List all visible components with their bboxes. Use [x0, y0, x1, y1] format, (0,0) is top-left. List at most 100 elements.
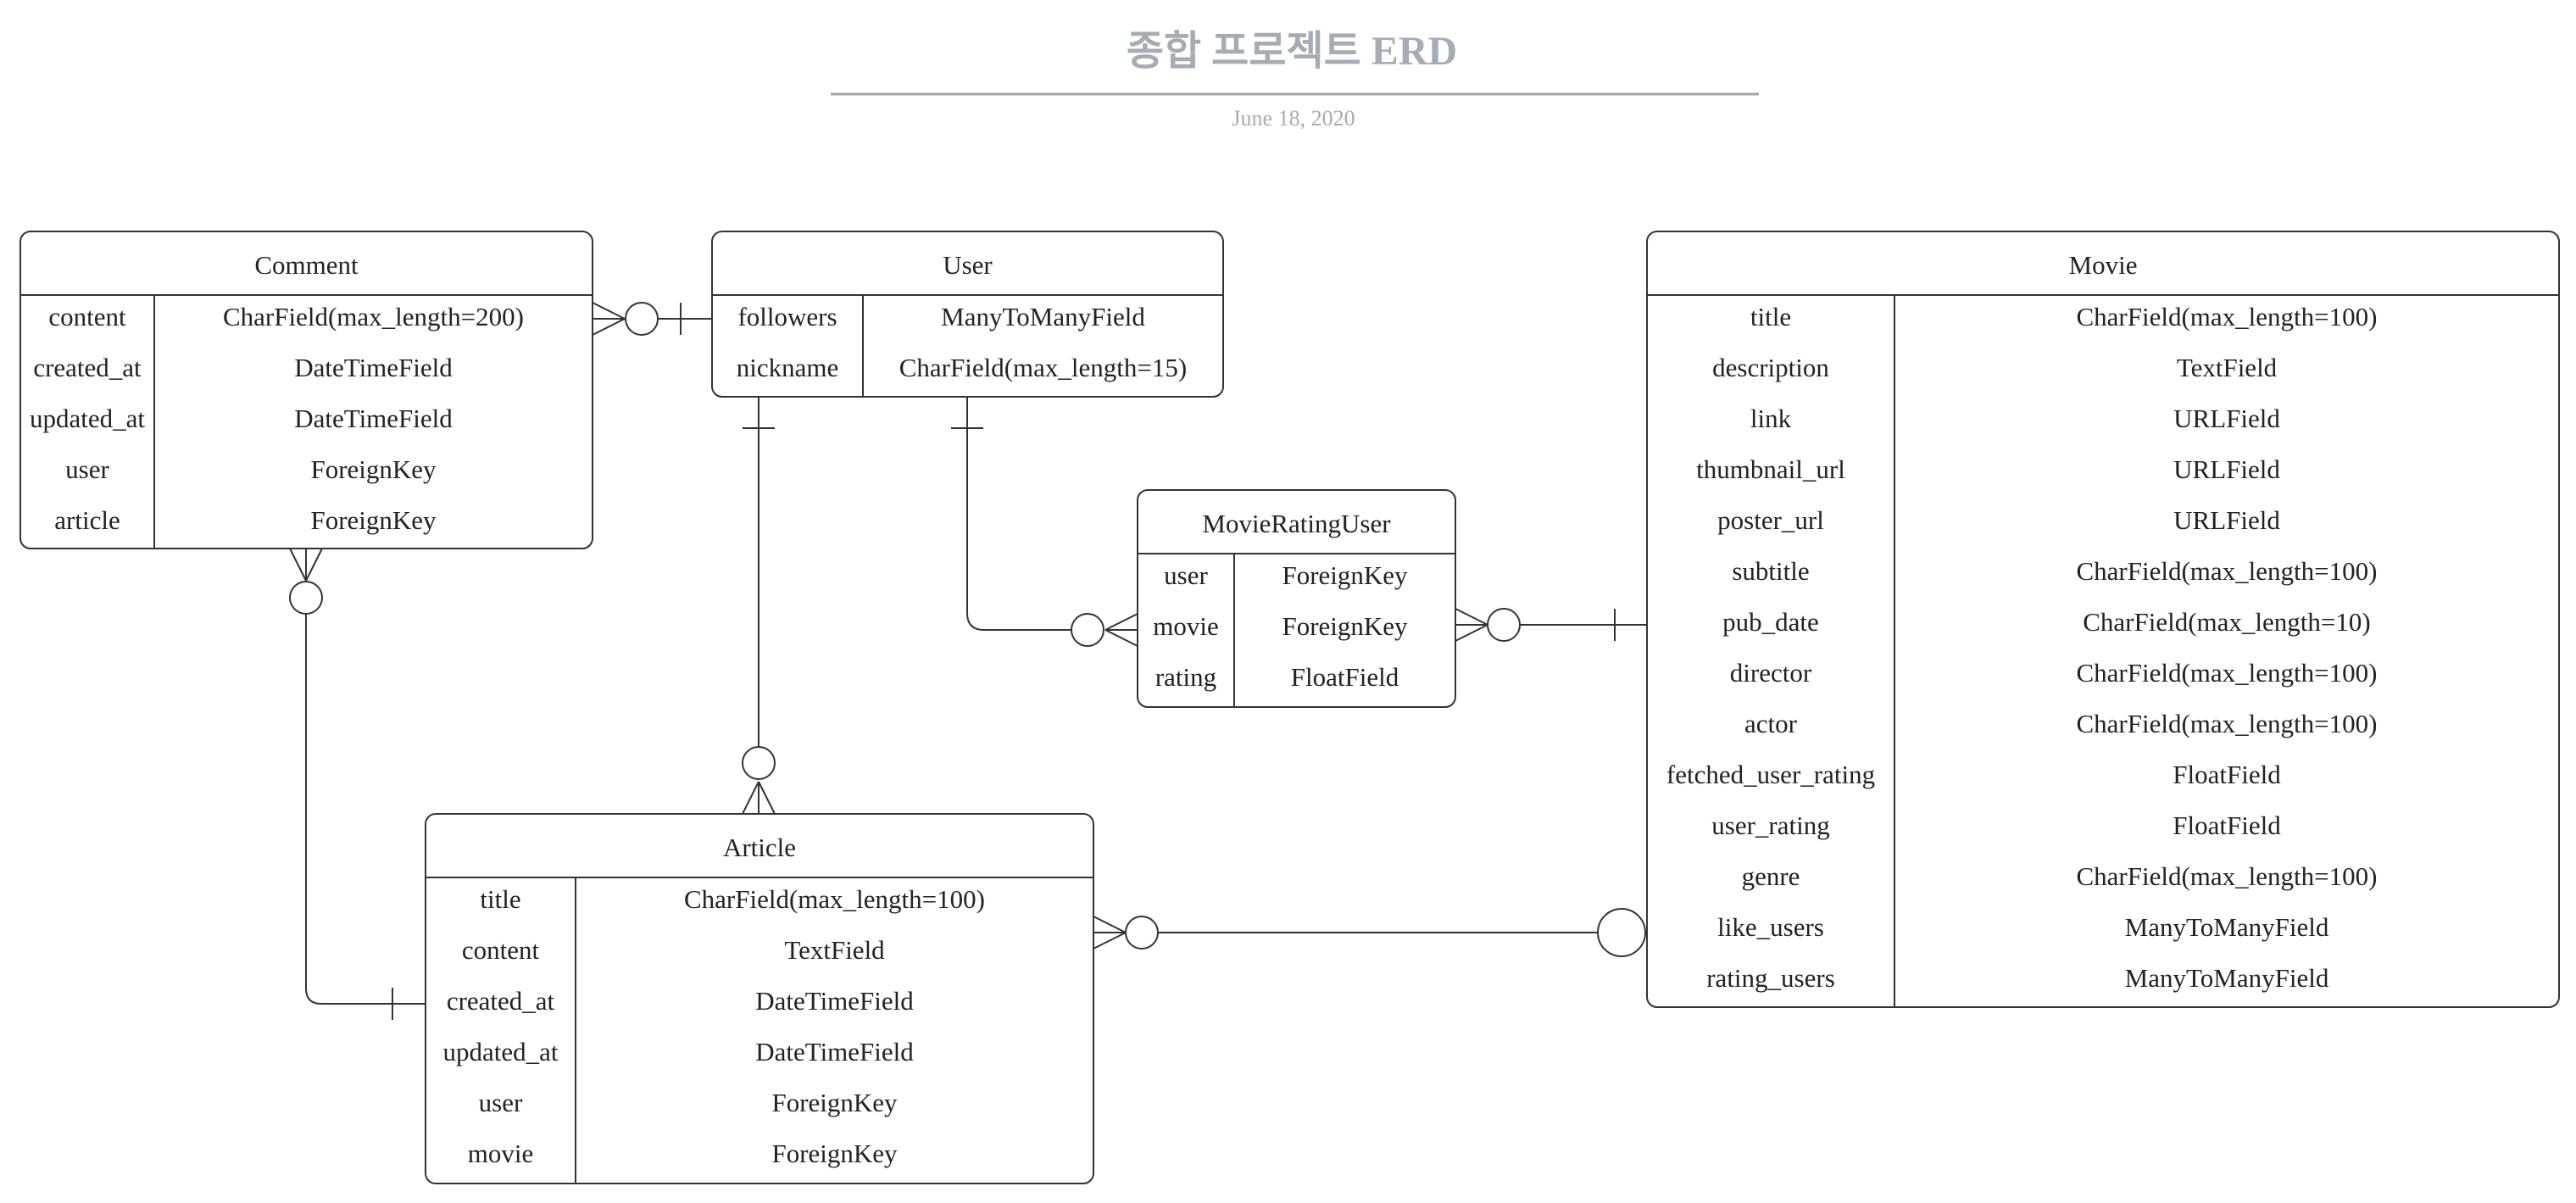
entity-name: User: [943, 250, 993, 280]
field-name: actor: [1744, 709, 1798, 738]
field-type: ManyToManyField: [2125, 963, 2329, 993]
field-type: TextField: [784, 935, 885, 965]
field-type: CharField(max_length=100): [2077, 861, 2378, 891]
crow-foot-prong: [1455, 608, 1488, 626]
field-name: followers: [737, 302, 837, 331]
field-type: DateTimeField: [294, 404, 453, 433]
relationship-line: [305, 615, 426, 1005]
field-row: user ForeignKey: [65, 454, 437, 484]
field-type: FloatField: [2173, 810, 2281, 840]
diagram-title: 종합 프로젝트 ERD: [1127, 29, 1457, 74]
entity-name: Article: [723, 833, 796, 862]
diagram-date: June 18, 2020: [1232, 106, 1355, 131]
field-name: subtitle: [1732, 556, 1809, 586]
field-name: updated_at: [30, 404, 145, 433]
entity-name: Movie: [2069, 250, 2138, 280]
entity-box: [425, 813, 1094, 1184]
field-row: actor CharField(max_length=100): [1744, 709, 2377, 738]
crow-foot-prong: [1104, 629, 1138, 647]
field-name: nickname: [737, 353, 839, 382]
relationship-comment-user: [592, 302, 712, 336]
field-row: pub_date CharField(max_length=10): [1722, 607, 2371, 637]
relationship-user-movieratinguser: [951, 397, 1138, 647]
entity-box: [1646, 231, 2560, 1008]
field-name: rating_users: [1706, 963, 1835, 993]
field-type: DateTimeField: [294, 353, 453, 382]
crow-foot-prong: [592, 318, 626, 336]
field-row: movie ForeignKey: [1153, 611, 1408, 641]
field-type: CharField(max_length=100): [684, 884, 985, 914]
crow-foot-prong: [1104, 613, 1138, 631]
relationship-movie-movieratinguser: [1455, 608, 1647, 642]
field-row: updated_at DateTimeField: [442, 1037, 914, 1067]
crow-foot-prong: [1455, 624, 1488, 642]
optional-circle: [1487, 608, 1521, 642]
field-type: ForeignKey: [771, 1088, 898, 1117]
field-type: TextField: [2177, 353, 2278, 382]
field-type: DateTimeField: [755, 1037, 914, 1067]
field-name: poster_url: [1717, 505, 1824, 535]
field-type: FloatField: [2173, 760, 2281, 789]
field-name: user: [1164, 560, 1208, 590]
field-name: movie: [1153, 611, 1219, 641]
entity-box: [1137, 489, 1456, 708]
field-row: followers ManyToManyField: [737, 302, 1145, 331]
field-name: thumbnail_url: [1696, 454, 1845, 484]
field-row: user ForeignKey: [479, 1088, 898, 1117]
field-type: URLField: [2173, 404, 2280, 433]
field-type: ManyToManyField: [941, 302, 1145, 331]
field-name: genre: [1742, 861, 1800, 891]
field-type: DateTimeField: [755, 986, 914, 1016]
crow-foot-prong: [1093, 916, 1127, 933]
field-type: CharField(max_length=100): [2077, 709, 2378, 738]
field-row: fetched_user_rating FloatField: [1666, 760, 2281, 789]
field-name: pub_date: [1722, 607, 1819, 637]
optional-circle: [625, 302, 659, 336]
field-name: rating: [1155, 662, 1216, 692]
field-name: user: [65, 454, 109, 484]
field-row: poster_url URLField: [1717, 505, 2280, 535]
field-name: updated_at: [442, 1037, 558, 1067]
crow-foot-prong: [1093, 932, 1127, 950]
field-row: rating_users ManyToManyField: [1706, 963, 2329, 993]
field-name: title: [480, 884, 520, 914]
crow-foot-prong: [305, 548, 323, 582]
field-type: CharField(max_length=10): [2083, 607, 2370, 637]
field-type: ForeignKey: [310, 454, 437, 484]
field-type: CharField(max_length=200): [223, 302, 524, 331]
crow-foot-prong: [289, 548, 307, 582]
entity-name: Comment: [254, 250, 359, 280]
field-type: ManyToManyField: [2125, 912, 2329, 942]
optional-circle: [1071, 613, 1104, 647]
optional-circle: [742, 746, 776, 780]
field-type: URLField: [2173, 505, 2280, 535]
entity-article[interactable]: Article title CharField(max_length=100)con…: [425, 813, 1094, 1184]
field-name: user: [479, 1088, 523, 1117]
relationship-user-article: [742, 397, 776, 815]
field-name: created_at: [447, 986, 555, 1016]
entity-name: MovieRatingUser: [1202, 509, 1391, 538]
entity-box: [711, 231, 1224, 398]
field-name: title: [1750, 302, 1791, 331]
field-type: ForeignKey: [771, 1139, 898, 1168]
field-name: fetched_user_rating: [1666, 760, 1875, 789]
field-name: like_users: [1717, 912, 1824, 942]
field-name: description: [1712, 353, 1829, 382]
field-type: ForeignKey: [1282, 611, 1408, 641]
field-name: article: [54, 505, 120, 535]
relationships: [289, 302, 1647, 1020]
field-row: updated_at DateTimeField: [30, 404, 453, 433]
